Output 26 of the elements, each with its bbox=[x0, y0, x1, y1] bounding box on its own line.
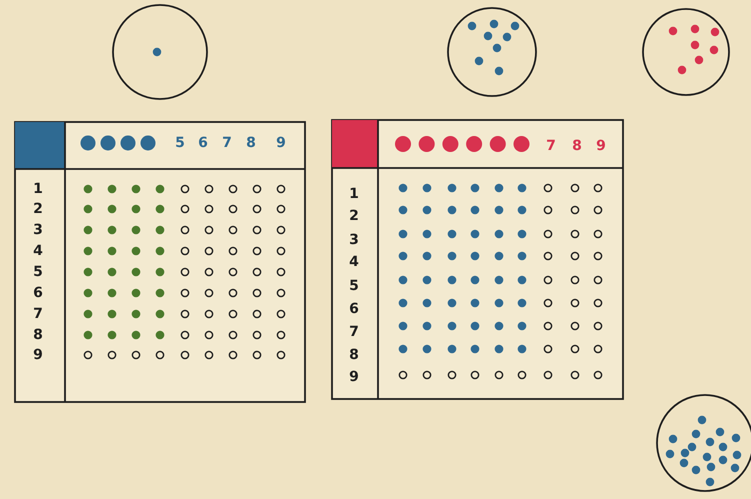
row-number: 8 bbox=[349, 347, 359, 363]
row-number: 4 bbox=[349, 254, 359, 270]
row-number: 6 bbox=[349, 301, 359, 317]
row-number: 6 bbox=[33, 285, 43, 301]
row-number: 1 bbox=[349, 186, 359, 202]
column-number: 9 bbox=[596, 138, 606, 154]
column-number: 9 bbox=[276, 135, 286, 151]
row-number: 1 bbox=[33, 181, 43, 197]
column-number: 7 bbox=[546, 138, 556, 154]
row-number: 2 bbox=[349, 208, 359, 224]
row-number: 3 bbox=[33, 222, 43, 238]
row-number: 3 bbox=[349, 232, 359, 248]
column-number: 8 bbox=[246, 135, 256, 151]
row-number: 5 bbox=[349, 278, 359, 294]
column-number: 7 bbox=[222, 135, 232, 151]
column-number: 6 bbox=[198, 135, 208, 151]
row-number: 2 bbox=[33, 201, 43, 217]
row-number: 8 bbox=[33, 327, 43, 343]
row-number: 4 bbox=[33, 243, 43, 259]
column-number: 5 bbox=[175, 135, 185, 151]
row-number: 7 bbox=[33, 306, 43, 322]
row-number: 7 bbox=[349, 324, 359, 340]
column-number: 8 bbox=[572, 138, 582, 154]
row-number: 9 bbox=[349, 369, 359, 385]
row-number: 9 bbox=[33, 347, 43, 363]
row-number: 5 bbox=[33, 264, 43, 280]
